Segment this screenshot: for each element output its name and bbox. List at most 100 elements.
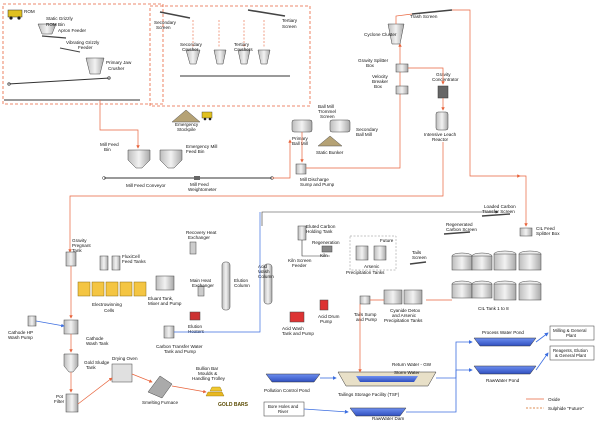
tails-screen-label-2: Screen [412,255,427,260]
kiln-screen-label: Kiln Screen [288,258,312,263]
intensive-leach-reactor [435,111,449,131]
gravity-pregnant-label-2: Pregnant [72,243,91,248]
tsf-label: Tailings Storage Facility (TSF) [338,392,400,397]
tails-sump [359,295,371,305]
bore-holes-label: Bore Holes and [268,404,299,409]
secondary-screen-label-2: Screen [156,25,171,30]
rom-bin-label: ROM Bin [46,22,65,27]
carbon-transfer-label-2: Tank and Pump [164,349,196,354]
bullion-bar-label-3: Handling Trolley [192,376,226,381]
tertiary-crushers-label: Tertiary [234,42,250,47]
weightometer [194,176,200,180]
pollution-pond-label: Pollution Control Pond [264,388,310,393]
cyanide-detox-label-2: and Arsenic [392,313,417,318]
primary-jaw-label-2: Crusher [108,66,125,71]
regeneration-kiln-label: Regeneration [312,240,340,245]
pot-filter-label-2: Filter [54,399,65,404]
velocity-breaker-label-2: Breaker [372,79,389,84]
electrowinning-label: Electrowinning [92,302,122,307]
arsenic-tanks-label: Arsenic [364,264,380,269]
trash-screen [411,9,453,15]
loaded-carbon-label-2: Transfer Screen [482,209,515,214]
cil-tanks-label: CIL Tank 1 to 8 [478,306,509,311]
main-hx-label-2: Exchanger [192,283,214,288]
secondary-ball-mill-label: Secondary [356,127,379,132]
carbon-transfer-label: Carbon Transfer Water [156,344,203,349]
intensive-leach-label-2: Reactor [432,137,449,142]
emergency-stockpile-label: Emergency [175,122,199,127]
emergency-mill-feed-bin [159,149,183,169]
electrowinning-label-2: Cells [104,308,115,313]
elution-heaters-label: Elution [188,324,202,329]
cyclone-cluster [387,23,405,45]
process-water-label: Process Water Pond [482,330,524,335]
fluxicell-label: FluxiCell [122,254,140,259]
gravity-splitter-label-2: Box [366,63,375,68]
tails-sump-label: Tails Sump [354,312,377,317]
secondary-screen-label: Secondary [154,20,177,25]
secondary-screen [159,11,191,19]
emergency-mill-feed-bin-label: Emergency Mill [186,144,217,149]
cathode-hp-label-2: Wash Pump [8,335,33,340]
pot-filter [65,393,79,413]
cyclone-cluster-label: Cyclone Cluster [364,32,397,37]
raw-water-pond-label: RawWater Pond [486,378,520,383]
process-water-pond [473,337,537,347]
main-hx-label: Main Heat [190,278,212,283]
ball-mill-trommel-label-3: Screen [320,114,335,119]
raw-water-dam-label: RawWater Dam [372,416,404,421]
primary-ball-mill-label-2: Ball Mill [292,141,308,146]
acid-wash-tank-label-2: Tank and Pump [282,331,314,336]
elution-column [221,261,231,311]
trash-screen-label: Trash Screen [410,14,438,19]
primary-ball-mill [291,119,313,133]
apron-feeder [41,35,67,39]
secondary-ball-mill [329,119,351,133]
tertiary-screen-label: Tertiary [282,18,298,23]
bore-holes-label-2: River [278,409,289,414]
eluant-tank [155,275,175,291]
cathode-wash-label-2: Wash Tank [86,341,109,346]
future-label: Future [380,238,394,243]
mill-feed-bin-label-2: Bin [104,147,111,152]
tails-sump-label-2: and Pump [356,317,377,322]
cathode-wash-tank [63,319,79,335]
reagents-plant-label: Reagents, Elution [553,348,588,353]
reagents-plant-label-2: & General Plant [555,353,587,358]
acid-wash-tank [289,311,305,323]
rom-bin [37,23,57,35]
gravity-pregnant-label-3: Tank [72,248,82,253]
eluant-tank-label-2: Mixer and Pump [148,301,182,306]
mill-discharge-sump [295,163,307,175]
static-grizzly-label: Static Grizzly [46,16,74,21]
cil-feed-splitter-label-2: Splitter Box [536,231,560,236]
electrowinning-cells [77,281,147,297]
cil-feed-splitter-label: CIL Feed [536,226,555,231]
regenerated-carbon-screen [443,231,471,235]
tails-screen [409,261,427,265]
drying-oven [111,363,133,383]
acid-wash-column-label-3: Column [258,274,274,279]
bullion-bar-label-2: Moulds & [198,371,217,376]
milling-plant-box [549,325,595,341]
primary-ball-mill-label: Primary [292,136,309,141]
emergency-stockpile [171,109,201,123]
elution-heaters [189,311,201,321]
gold-bars-icon [205,386,225,397]
raw-water-pond [473,365,537,375]
smelting-furnace [147,375,173,399]
secondary-crusher-label: Secondary [180,42,203,47]
secondary-crusher [185,49,201,65]
acid-drum [319,299,329,311]
gold-sludge-label-2: Tank [86,365,96,370]
recovery-hx-label-2: Exchanger [188,235,210,240]
gravity-pregnant-label: Gravity [72,238,87,243]
acid-wash-tank-label: Acid Wash [282,326,304,331]
future-area [349,235,397,271]
reagents-plant-box [549,345,595,361]
elution-column-label-2: Column [234,283,250,288]
ball-mill-trommel-label-2: Trommel [318,109,336,114]
recovery-hx-label: Recovery Heat [186,230,217,235]
cyanide-detox-label-3: Precipitation Tanks [384,318,423,323]
